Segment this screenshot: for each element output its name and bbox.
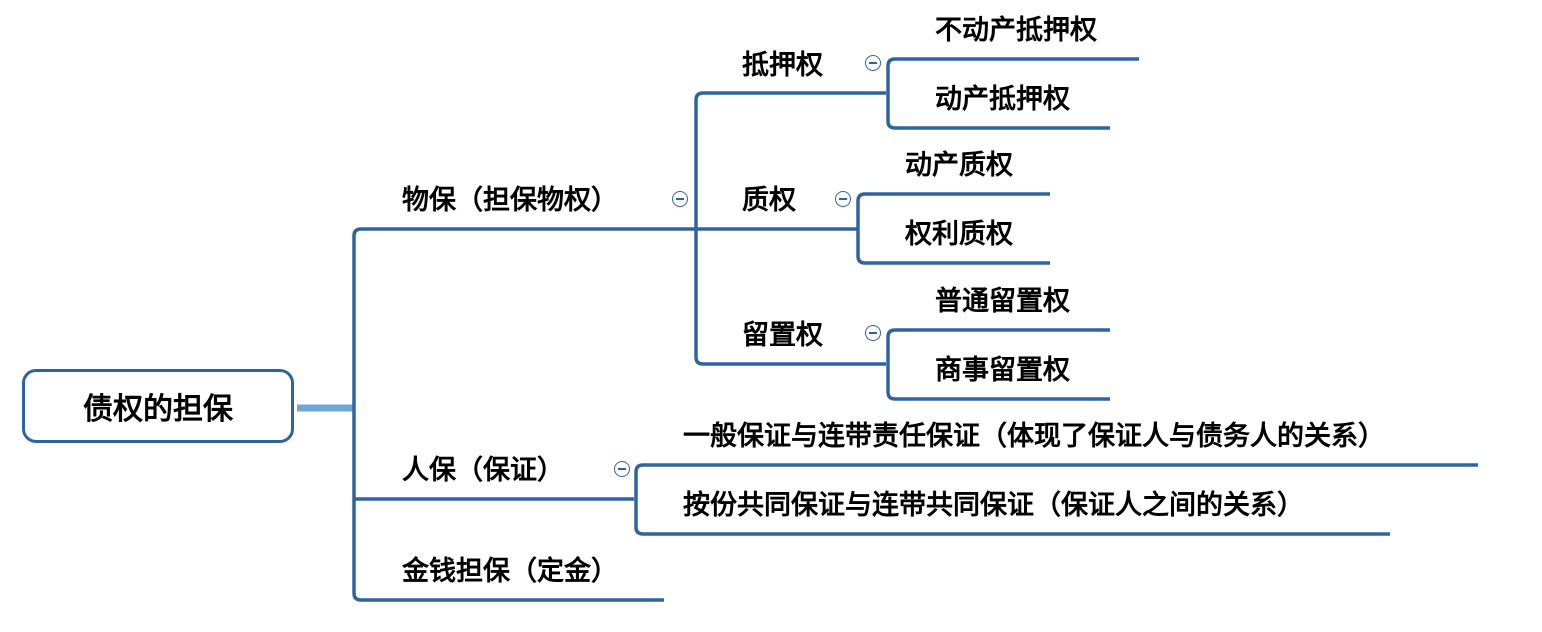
branch-jinqian-label[interactable]: 金钱担保（定金）: [402, 556, 618, 587]
leaf-shangshi-liuzhi[interactable]: 商事留置权: [935, 355, 1070, 386]
wubao-collapse-minus-icon[interactable]: [672, 191, 688, 207]
leaf-putong-liuzhi[interactable]: 普通留置权: [935, 286, 1070, 317]
wubao-sub-spine: [694, 91, 886, 366]
node-liuzhi-label[interactable]: 留置权: [742, 320, 823, 351]
node-zhi-label[interactable]: 质权: [742, 185, 796, 216]
leaf-dongchan-zhi[interactable]: 动产质权: [905, 150, 1013, 181]
leaf-quanli-zhi[interactable]: 权利质权: [905, 219, 1013, 250]
branch-wubao-label[interactable]: 物保（担保物权）: [402, 185, 618, 216]
leaf-dongchan-diya[interactable]: 动产抵押权: [935, 84, 1070, 115]
renbao-collapse-minus-icon[interactable]: [614, 461, 630, 477]
root-label: 债权的担保: [83, 392, 233, 427]
leaf-anfen-baozheng[interactable]: 按份共同保证与连带共同保证（保证人之间的关系）: [683, 490, 1304, 521]
zhi-collapse-minus-icon[interactable]: [835, 191, 851, 207]
diya-bracket: [886, 57, 1139, 130]
branch-renbao-label[interactable]: 人保（保证）: [402, 455, 564, 486]
leaf-budongchan-diya[interactable]: 不动产抵押权: [935, 15, 1097, 46]
liuzhi-bracket: [886, 328, 1110, 401]
liuzhi-collapse-minus-icon[interactable]: [865, 325, 881, 341]
node-diya-label[interactable]: 抵押权: [742, 50, 823, 81]
renbao-bracket: [634, 463, 1478, 536]
diya-collapse-minus-icon[interactable]: [865, 55, 881, 71]
root-node[interactable]: 债权的担保: [22, 369, 294, 443]
leaf-yiban-baozheng[interactable]: 一般保证与连带责任保证（体现了保证人与债务人的关系）: [683, 421, 1385, 452]
zhi-bracket: [856, 192, 1050, 265]
main-spine: [352, 227, 696, 602]
